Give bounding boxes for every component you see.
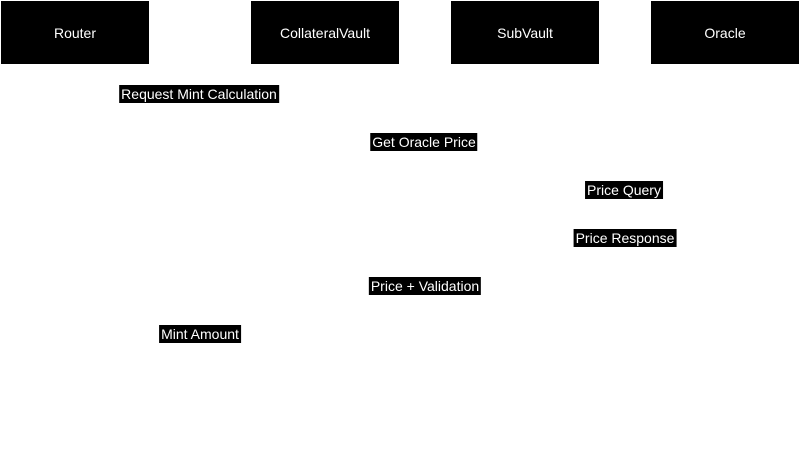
message-price-validation: Price + Validation	[368, 277, 482, 295]
message-mint-amount: Mint Amount	[159, 325, 241, 343]
message-get-oracle-price: Get Oracle Price	[370, 133, 478, 151]
participant-collateral-vault: CollateralVault	[251, 1, 399, 64]
participant-label: Oracle	[704, 24, 746, 41]
participant-sub-vault: SubVault	[451, 1, 599, 64]
message-price-query: Price Query	[585, 181, 663, 199]
participant-label: Router	[53, 24, 97, 41]
participant-label: SubVault	[497, 24, 553, 41]
participant-label: CollateralVault	[279, 24, 370, 41]
message-price-response: Price Response	[573, 229, 677, 247]
participant-router: Router	[1, 1, 149, 64]
participant-oracle: Oracle	[651, 1, 799, 64]
message-request-mint-calculation: Request Mint Calculation	[119, 85, 279, 103]
